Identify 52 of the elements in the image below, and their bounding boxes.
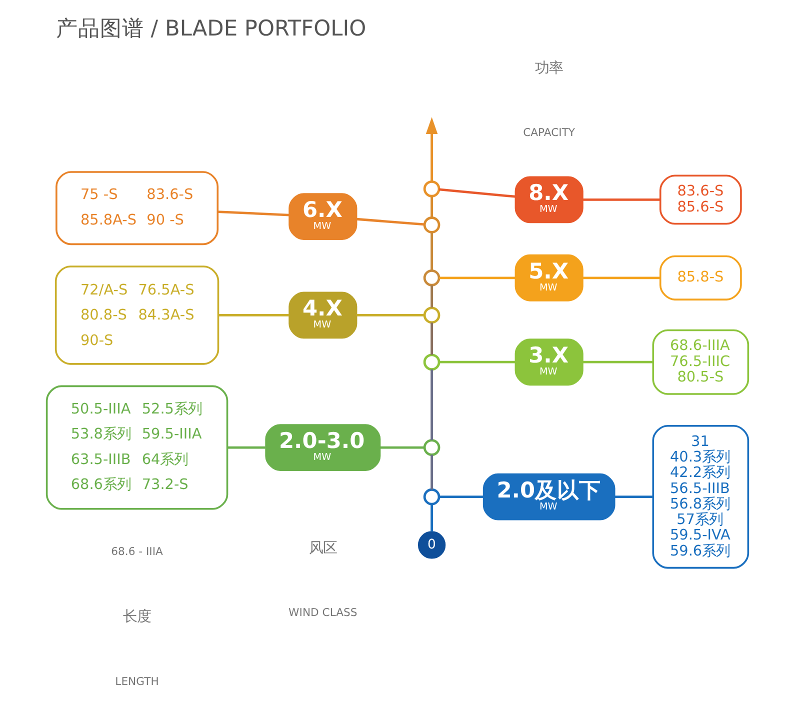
node-circle [423,216,440,234]
node-box: 72/A-S 76.5A-S 80.8-S 84.3A-S 90-S [54,266,220,365]
connector [430,454,433,490]
node-box: 8.X MW [514,176,584,224]
connector [583,360,653,364]
connector [439,360,516,364]
connector [439,496,484,498]
connector [227,446,266,449]
node-circle [423,306,440,324]
label: 68.6 - IIIA [111,544,163,558]
node-circle: 0 [418,531,446,559]
connector [430,322,433,355]
connector [218,210,290,216]
node-box: 68.6-IIIA 76.5-IIIC 80.5-S [652,329,750,395]
node-box: 75 -S 83.6-S 85.8A-S 90 -S [56,171,219,246]
diagram-title: 产品图谱 / BLADE PORTFOLIO [56,16,366,42]
label: LENGTH [115,674,159,688]
node-box: 4.X MW [288,292,358,339]
label: CAPACITY [523,126,576,140]
node-circle [423,269,440,286]
label: 风区 [308,540,337,556]
label: 长度 [123,608,152,625]
node-box: 2.0-3.0 MW [265,424,381,471]
node-box: 85.8-S [659,255,742,300]
node-box: 83.6-S 85.6-S [659,174,742,225]
connector [218,314,290,316]
arrow [426,117,438,182]
connector [430,232,433,270]
label: 功率 [535,60,564,76]
node-circle [423,488,440,506]
node-circle [423,180,440,198]
connector [583,276,660,280]
connector [614,496,653,498]
node-box: 2.0及以下 MW [482,473,616,520]
connector [430,369,433,440]
node-box: 31 40.3系列 42.2系列 56.5-IIIB 56.8系列 57系列 59.5-IVA 59.6系列 [652,424,750,569]
connector [439,188,516,198]
connector [430,504,433,532]
connector [380,446,424,449]
node-box: 6.X MW [288,193,358,240]
connector [430,285,433,308]
node-circle [423,439,440,456]
node-box: 50.5-IIIA 52.5系列 53.8系列 59.5-IIIA 63.5-IIIB 64系列 68.6系列 73.2-S [46,385,228,510]
node-box: 3.X MW [514,338,584,386]
connector [583,198,660,201]
connector [430,196,433,218]
connector [439,276,516,280]
node-circle [423,354,440,371]
connector [356,218,424,226]
connector [356,314,424,316]
label: WIND CLASS [288,606,358,620]
node-box: 5.X MW [514,254,584,302]
